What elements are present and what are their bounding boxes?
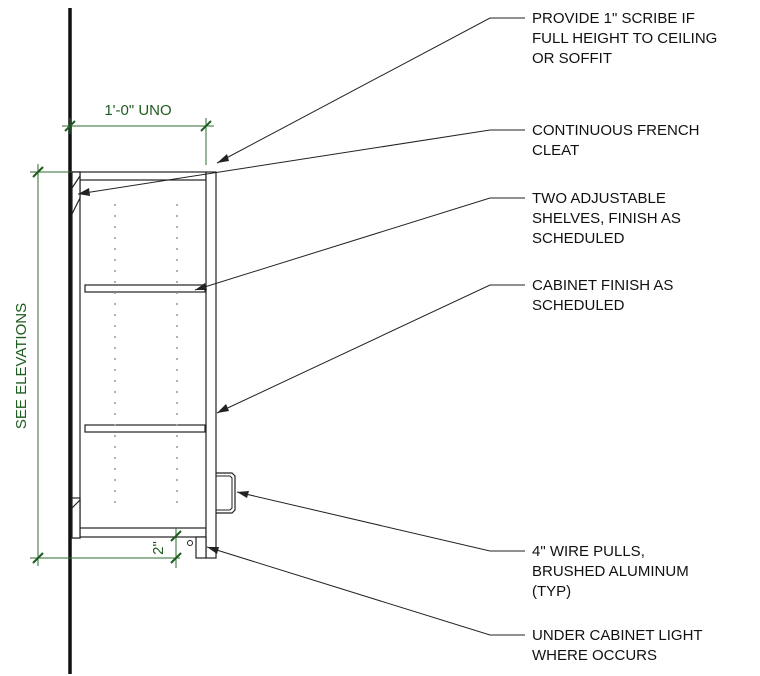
shelf-pin-hole — [114, 457, 116, 459]
dimension-light-gap: 2" — [150, 528, 182, 568]
shelf-pin-hole — [114, 358, 116, 360]
shelf-upper — [84, 284, 206, 293]
shelf-lower — [84, 424, 206, 433]
shelf-pin-hole — [176, 270, 178, 272]
shelf-pin-hole — [114, 281, 116, 283]
dimension-height: SEE ELEVATIONS — [13, 164, 180, 566]
shelf-pin-hole — [114, 237, 116, 239]
shelf-pin-hole — [176, 347, 178, 349]
shelf-pin-hole — [114, 347, 116, 349]
shelf-pin-hole — [176, 292, 178, 294]
shelf-pin-hole — [176, 468, 178, 470]
leader-lines — [77, 17, 525, 636]
shelf-pin-hole — [176, 314, 178, 316]
shelf-pin-hole — [114, 336, 116, 338]
shelf-pin-hole — [114, 402, 116, 404]
under-cabinet-light — [195, 536, 207, 559]
shelf-pin-hole — [114, 270, 116, 272]
shelf-pin-hole — [176, 358, 178, 360]
note-pulls: 4" WIRE PULLS,BRUSHED ALUMINUM(TYP) — [532, 543, 689, 600]
shelf-pin-hole — [176, 435, 178, 437]
shelf-pin-hole — [114, 380, 116, 382]
shelf-pin-hole — [176, 402, 178, 404]
shelf-pin-hole — [176, 369, 178, 371]
shelf-pin-hole — [176, 237, 178, 239]
shelf-pin-hole — [114, 259, 116, 261]
french-cleat — [71, 171, 81, 215]
dimension-height-label: SEE ELEVATIONS — [13, 303, 30, 429]
shelf-pin-hole — [176, 457, 178, 459]
shelf-pin-hole — [114, 226, 116, 228]
shelf-pin-hole — [114, 292, 116, 294]
shelf-pin-hole — [114, 314, 116, 316]
shelf-pin-hole — [176, 226, 178, 228]
shelf-pin-hole — [176, 391, 178, 393]
shelf-pin-hole — [114, 204, 116, 206]
dimension-depth-label: 1'-0" UNO — [104, 102, 171, 119]
shelf-pin-hole — [176, 490, 178, 492]
shelf-pin-hole — [114, 501, 116, 503]
shelf-pin-hole — [176, 413, 178, 415]
shelf-pin-hole — [176, 479, 178, 481]
shelf-pin-hole — [114, 479, 116, 481]
shelf-pin-hole — [114, 391, 116, 393]
svg-text:4" WIRE PULLS,BRUSHED ALUMINUM: 4" WIRE PULLS,BRUSHED ALUMINUM(TYP) — [532, 543, 689, 600]
shelf-pin-hole — [114, 468, 116, 470]
wire-pull — [216, 472, 236, 514]
cabinet-door — [205, 171, 217, 559]
shelf-pin-hole — [176, 303, 178, 305]
shelf-pin-holes — [114, 204, 178, 503]
shelf-pin-hole — [176, 325, 178, 327]
shelf-pin-hole — [176, 446, 178, 448]
shelf-pin-hole — [176, 204, 178, 206]
shelf-pin-hole — [176, 281, 178, 283]
shelf-pin-hole — [176, 424, 178, 426]
shelf-pin-hole — [114, 490, 116, 492]
shelf-pin-hole — [114, 215, 116, 217]
shelf-pin-hole — [176, 501, 178, 503]
shelf-pin-hole — [176, 248, 178, 250]
shelf-pin-hole — [114, 369, 116, 371]
shelf-pin-hole — [114, 325, 116, 327]
shelf-pin-hole — [176, 215, 178, 217]
shelf-pin-hole — [114, 248, 116, 250]
dimension-light-gap-label: 2" — [150, 541, 167, 555]
dimension-depth: 1'-0" UNO — [62, 102, 214, 165]
shelf-pin-hole — [114, 435, 116, 437]
shelf-pin-hole — [114, 424, 116, 426]
shelf-pin-hole — [176, 336, 178, 338]
shelf-pin-hole — [176, 259, 178, 261]
shelf-pin-hole — [176, 380, 178, 382]
shelf-pin-hole — [114, 303, 116, 305]
cabinet-body — [71, 171, 236, 559]
shelf-pin-hole — [114, 413, 116, 415]
shelf-pin-hole — [114, 446, 116, 448]
